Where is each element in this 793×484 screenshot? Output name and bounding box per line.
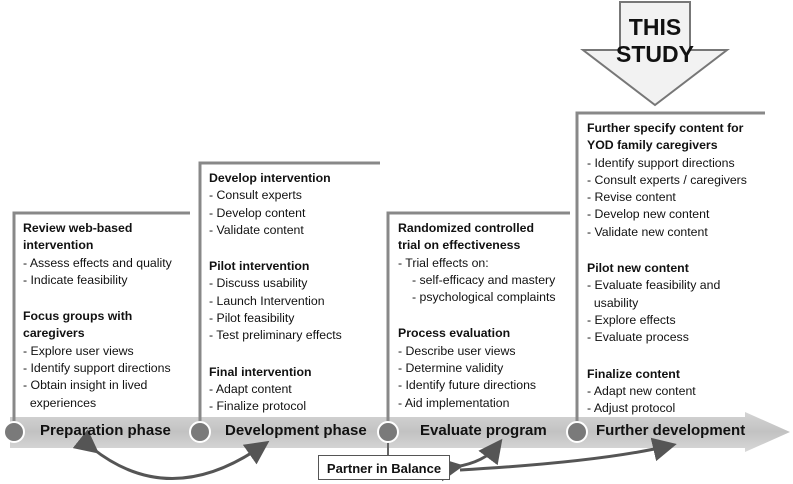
list-item: - Consult experts — [209, 188, 302, 203]
list-item: - Obtain insight in lived — [23, 378, 148, 393]
list-item: - Test preliminary effects — [209, 328, 342, 343]
section-heading: caregivers — [23, 326, 85, 341]
list-item: - Evaluate feasibility and — [587, 278, 721, 293]
section-heading: Process evaluation — [398, 326, 511, 341]
list-item: usability — [587, 295, 639, 310]
this-study-arrow — [580, 1, 730, 107]
list-item: - Validate content — [209, 222, 304, 237]
list-item: - Develop new content — [587, 207, 710, 222]
list-item: - Finalize protocol — [209, 399, 307, 414]
section-heading: Pilot intervention — [209, 259, 310, 274]
list-item: - Adjust protocol — [587, 401, 676, 416]
section-heading: Pilot new content — [587, 261, 689, 276]
list-item: - Assess effects and quality — [23, 255, 172, 270]
list-item: - Identify support directions — [587, 155, 735, 170]
list-item: - Aid implementation — [398, 395, 510, 410]
section: Process evaluation - Describe user views -… — [398, 325, 556, 411]
list-item: - Indicate feasibility — [23, 272, 128, 287]
section-heading: Randomized controlled — [398, 221, 534, 235]
list-item: - Adapt new content — [587, 383, 696, 398]
column-preparation: Review web-based intervention - Assess eff… — [23, 220, 172, 431]
list-item: - Launch Intervention — [209, 293, 325, 308]
section-heading: Review web-based — [23, 221, 133, 235]
partner-in-balance-box: Partner in Balance — [318, 455, 450, 480]
phase-label-development: Development phase — [225, 422, 367, 439]
section-heading: Finalize content — [587, 366, 680, 381]
list-item: - Pilot feasibility — [209, 311, 295, 326]
section: Finalize content - Adapt new content - Adj… — [587, 366, 747, 418]
section-heading: intervention — [23, 238, 94, 253]
list-item: - Trial effects on: — [398, 255, 489, 270]
list-item: - Determine validity — [398, 361, 504, 376]
phase-label-further: Further development — [596, 422, 746, 439]
list-item: - Validate new content — [587, 224, 708, 239]
section: Review web-based intervention - Assess eff… — [23, 220, 172, 289]
list-item: - Adapt content — [209, 381, 292, 396]
phase-label-preparation: Preparation phase — [40, 422, 171, 439]
list-item: - Discuss usability — [209, 276, 308, 291]
list-item: - Develop content — [209, 205, 306, 220]
column-brackets — [12, 111, 765, 432]
list-item: experiences — [23, 395, 97, 410]
section: Focus groups with caregivers - Explore use… — [23, 308, 172, 412]
section: Final intervention - Adapt content - Final… — [209, 364, 342, 416]
phase-label-evaluate: Evaluate program — [420, 422, 547, 439]
list-item: - Explore effects — [587, 312, 676, 327]
feedback-arrow-partner-eval — [438, 438, 503, 482]
section: Pilot new content - Evaluate feasibility … — [587, 260, 747, 346]
feedback-arrow-prep-dev — [72, 429, 270, 480]
section-heading: Final intervention — [209, 364, 312, 379]
list-item: - Identify support directions — [23, 361, 171, 376]
section-heading: YOD family caregivers — [587, 138, 718, 153]
section: Develop intervention - Consult experts - D… — [209, 170, 342, 239]
list-item: - Describe user views — [398, 343, 516, 358]
section: Randomized controlled trial on effectiven… — [398, 220, 556, 306]
list-item: - Explore user views — [23, 343, 134, 358]
column-evaluation: Randomized controlled trial on effectiven… — [398, 220, 556, 431]
feedback-arrow-partner-further — [459, 437, 677, 472]
section-heading: Focus groups with — [23, 309, 133, 324]
section-heading: Further specify content for — [587, 121, 744, 135]
list-item: - Consult experts / caregivers — [587, 172, 747, 187]
list-item: - Evaluate process — [587, 330, 689, 345]
section-heading: trial on effectiveness — [398, 238, 521, 253]
list-item: - psychological complaints — [412, 290, 556, 305]
list-item: - Revise content — [587, 190, 676, 205]
section: Pilot intervention - Discuss usability - L… — [209, 258, 342, 344]
list-item: - Identify future directions — [398, 378, 537, 393]
section-heading: Develop intervention — [209, 171, 331, 185]
list-item: - self-efficacy and mastery — [412, 272, 556, 287]
column-development: Develop intervention - Consult experts - D… — [209, 170, 342, 435]
